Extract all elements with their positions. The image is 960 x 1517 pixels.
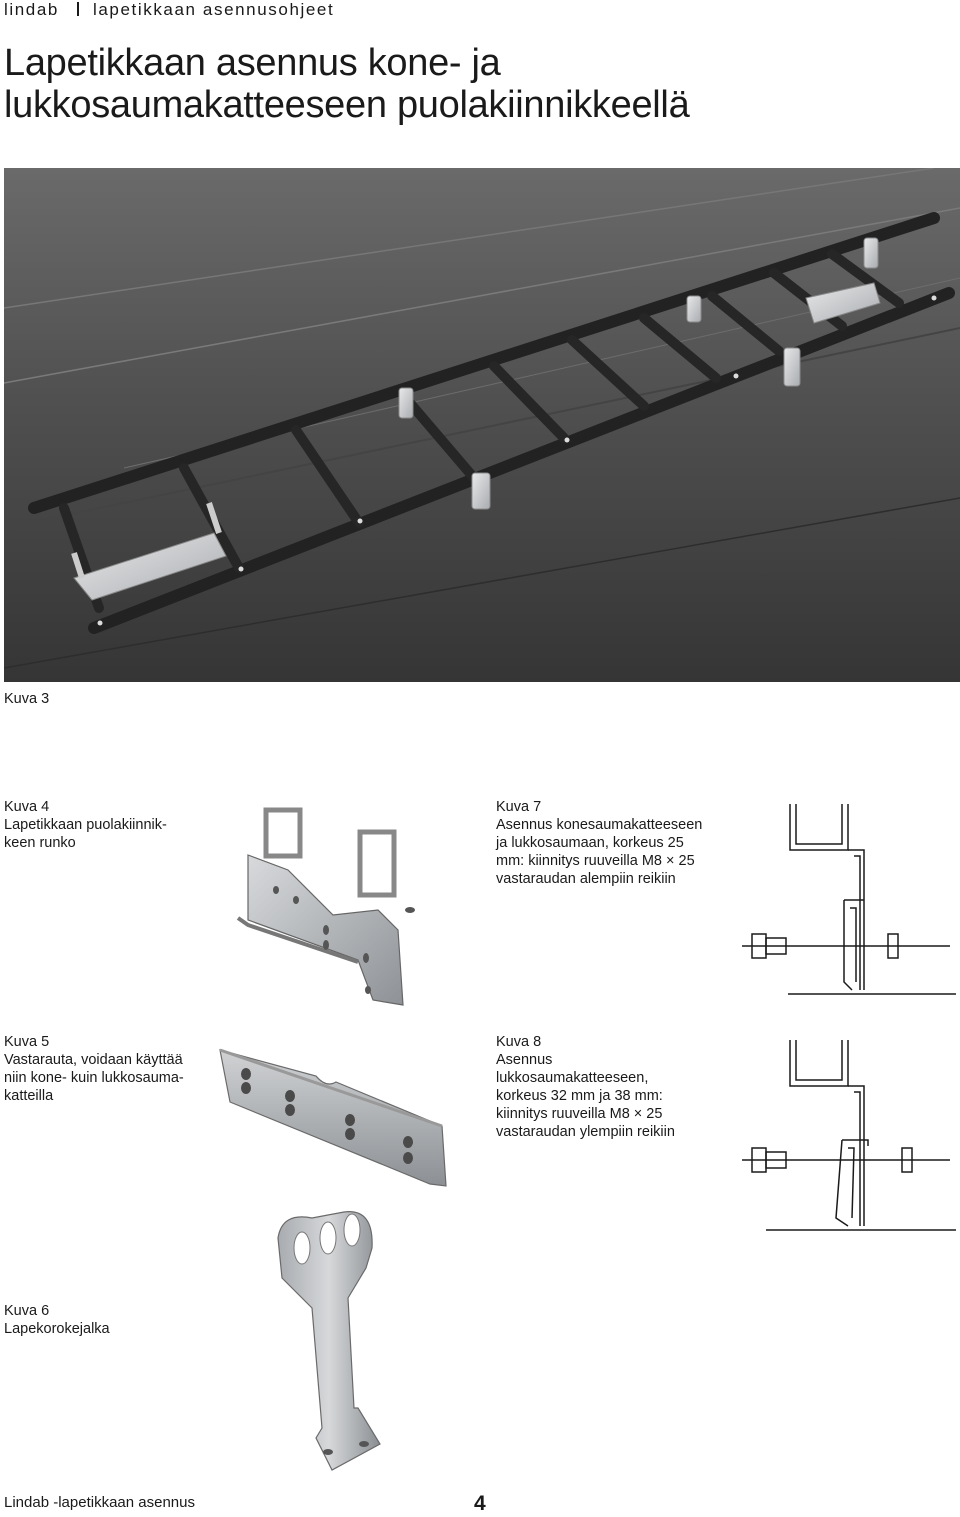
figure-3-caption: Kuva 3 (4, 690, 49, 708)
figure-8-text-line-3: korkeus 32 mm ja 38 mm: (496, 1088, 663, 1104)
figure-5-caption: Kuva 5 Vastarauta, voidaan käyttää niin … (4, 1033, 184, 1105)
figure-7-text-line-4: vastaraudan alempiin reikiin (496, 871, 676, 887)
page-title: Lapetikkaan asennus kone- ja lukkosaumak… (4, 42, 690, 126)
figure-6-label: Kuva 6 (4, 1303, 50, 1319)
figure-7-label: Kuva 7 (496, 799, 542, 815)
figure-8-text-line-1: Asennus (496, 1052, 553, 1068)
figure-7-image (740, 800, 956, 1000)
figure-4-image (228, 800, 428, 1010)
figure-5-image (216, 1046, 452, 1192)
figure-4-text-line-1: Lapetikkaan puolakiinnik- (4, 817, 167, 833)
figure-8-text-line-2: lukkosaumakatteeseen, (496, 1070, 649, 1086)
figure-4-label: Kuva 4 (4, 799, 50, 815)
footer-text: Lindab -lapetikkaan asennus (4, 1494, 195, 1511)
figure-6-caption: Kuva 6 Lapekorokejalka (4, 1302, 110, 1338)
figure-7-caption: Kuva 7 Asennus konesaumakatteeseen ja lu… (496, 798, 702, 888)
figure-3-label: Kuva 3 (4, 691, 50, 707)
figure-6-text-line-1: Lapekorokejalka (4, 1321, 110, 1337)
brand-name: lindab (4, 0, 59, 19)
figure-5-text-line-2: niin kone- kuin lukkosauma- (4, 1070, 184, 1086)
title-line-1: Lapetikkaan asennus kone- ja (4, 42, 501, 84)
figure-7-text-line-1: Asennus konesaumakatteeseen (496, 817, 703, 833)
page-number: 4 (474, 1492, 486, 1515)
figure-5-label: Kuva 5 (4, 1034, 50, 1050)
figure-4-caption: Kuva 4 Lapetikkaan puolakiinnik- keen ru… (4, 798, 167, 852)
figure-8-image (740, 1036, 956, 1236)
figure-7-text-line-2: ja lukkosaumaan, korkeus 25 (496, 835, 684, 851)
title-line-2: lukkosaumakatteeseen puolakiinnikkeellä (4, 84, 690, 126)
figure-8-text-line-5: vastaraudan ylempiin reikiin (496, 1124, 675, 1140)
header-separator (76, 2, 79, 16)
figure-8-label: Kuva 8 (496, 1034, 542, 1050)
figure-8-caption: Kuva 8 Asennus lukkosaumakatteeseen, kor… (496, 1033, 675, 1141)
figure-5-text-line-1: Vastarauta, voidaan käyttää (4, 1052, 183, 1068)
figure-4-text-line-2: keen runko (4, 835, 76, 851)
figure-5-text-line-3: katteilla (4, 1088, 54, 1104)
figure-6-image (272, 1208, 392, 1472)
section-name: lapetikkaan asennusohjeet (92, 0, 335, 19)
figure-7-text-line-3: mm: kiinnitys ruuveilla M8 × 25 (496, 853, 695, 869)
figure-3-image (4, 168, 960, 682)
figure-8-text-line-4: kiinnitys ruuveilla M8 × 25 (496, 1106, 663, 1122)
running-header: lindab lapetikkaan asennusohjeet (4, 0, 334, 20)
